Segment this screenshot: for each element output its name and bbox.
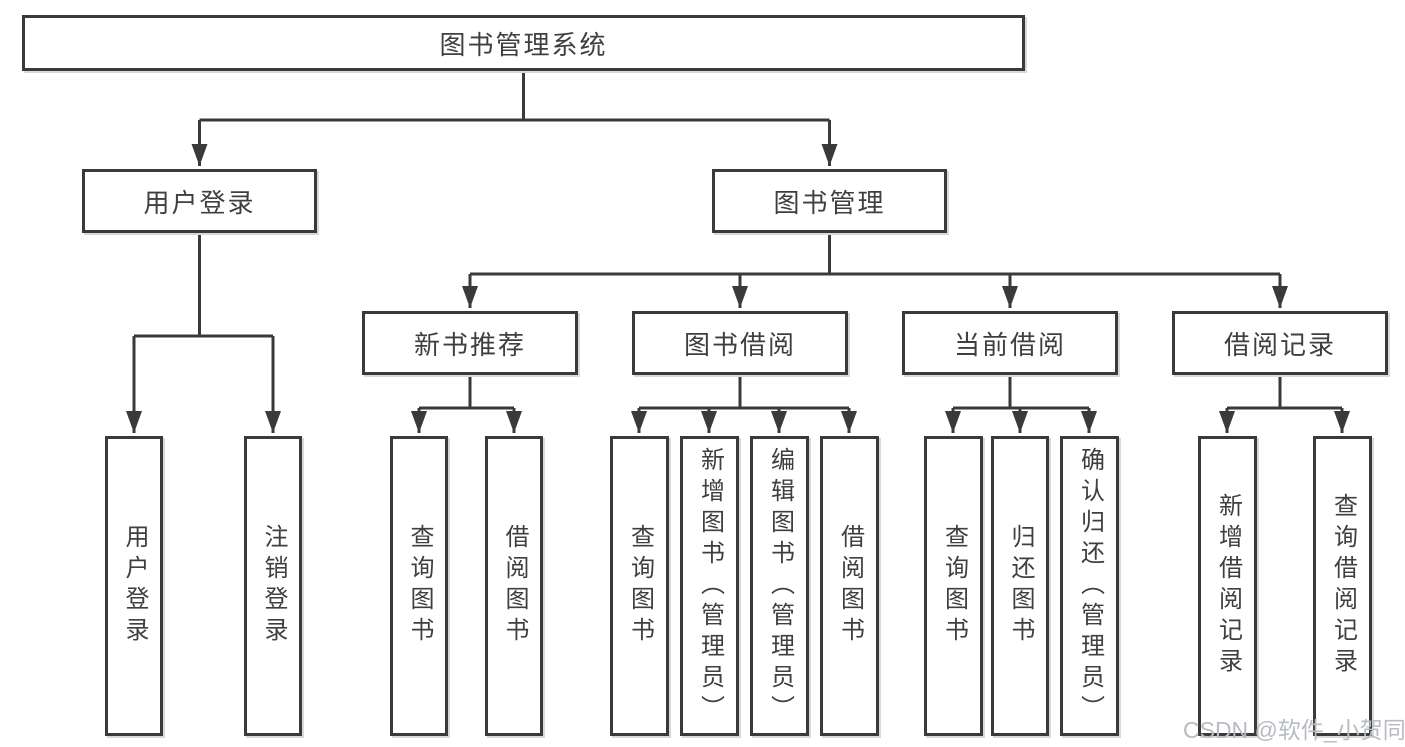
leaf-bb-borrow-books-label: 借阅图书: [836, 524, 864, 648]
leaf-nb-query-books: 查询图书: [390, 436, 448, 736]
leaf-user-login-label: 用户登录: [121, 524, 148, 648]
leaf-cb-query-books: 查询图书: [924, 436, 983, 736]
leaf-bb-add-books-label: 新增图书（管理员）: [696, 446, 724, 726]
node-root-label: 图书管理系统: [439, 29, 608, 60]
node-root: 图书管理系统: [22, 15, 1025, 71]
leaf-bb-query-books-label: 查询图书: [626, 524, 654, 648]
leaf-cb-confirm-return: 确认归还（管理员）: [1060, 436, 1119, 736]
node-book-management-label: 图书管理: [773, 187, 886, 218]
leaf-bb-borrow-books: 借阅图书: [820, 436, 879, 736]
node-current-borrow: 当前借阅: [902, 311, 1118, 375]
watermark: CSDN @软件_小贺同学: [1183, 717, 1405, 743]
node-book-borrow-label: 图书借阅: [683, 329, 796, 360]
leaf-nb-borrow-books-label: 借阅图书: [501, 524, 528, 648]
leaf-br-query-record-label: 查询借阅记录: [1329, 493, 1357, 679]
leaf-user-login: 用户登录: [105, 436, 163, 736]
leaf-br-add-record: 新增借阅记录: [1198, 436, 1257, 736]
leaf-logout: 注销登录: [244, 436, 302, 736]
node-new-book-recommend: 新书推荐: [362, 311, 578, 375]
node-book-borrow: 图书借阅: [632, 311, 848, 375]
leaf-nb-query-books-label: 查询图书: [406, 524, 433, 648]
node-user-login: 用户登录: [82, 169, 317, 233]
node-current-borrow-label: 当前借阅: [953, 329, 1066, 360]
node-book-management: 图书管理: [712, 169, 947, 233]
connector-group: [126, 71, 1350, 433]
leaf-br-query-record: 查询借阅记录: [1313, 436, 1372, 736]
leaf-cb-query-books-label: 查询图书: [940, 524, 968, 648]
leaf-cb-return-books: 归还图书: [991, 436, 1049, 736]
leaf-cb-return-books-label: 归还图书: [1007, 524, 1034, 648]
node-new-book-recommend-label: 新书推荐: [413, 329, 526, 360]
leaf-bb-edit-books: 编辑图书（管理员）: [750, 436, 809, 736]
leaf-bb-add-books: 新增图书（管理员）: [680, 436, 739, 736]
node-borrow-records: 借阅记录: [1172, 311, 1388, 375]
leaf-bb-query-books: 查询图书: [610, 436, 669, 736]
leaf-cb-confirm-return-label: 确认归还（管理员）: [1076, 446, 1104, 726]
leaf-nb-borrow-books: 借阅图书: [485, 436, 543, 736]
leaf-logout-label: 注销登录: [260, 524, 287, 648]
leaf-br-add-record-label: 新增借阅记录: [1214, 493, 1242, 679]
leaf-bb-edit-books-label: 编辑图书（管理员）: [766, 446, 794, 726]
node-user-login-label: 用户登录: [143, 187, 256, 218]
node-borrow-records-label: 借阅记录: [1223, 329, 1336, 360]
